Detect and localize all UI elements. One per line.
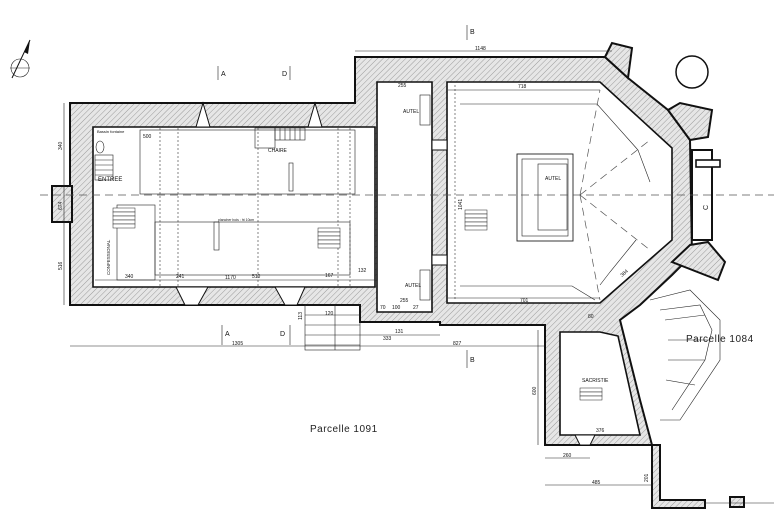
section-c-right: C <box>703 205 710 210</box>
exterior-stair <box>649 289 721 421</box>
dim-113: 113 <box>298 312 304 320</box>
label-parcelle-1091: Parcelle 1091 <box>310 424 378 435</box>
dim-1305: 1305 <box>232 341 243 347</box>
apse-niche <box>691 149 713 241</box>
dim-80: 80 <box>588 314 594 320</box>
pulpit-stair <box>94 127 306 181</box>
dim-left-674: 674 <box>58 201 64 210</box>
buttress <box>603 41 634 81</box>
section-markers: A D B A D B C <box>217 25 710 368</box>
dim-167: 167 <box>325 273 334 279</box>
dim-27: 27 <box>413 305 419 311</box>
dim-600: 600 <box>532 386 538 395</box>
dim-201: 201 <box>644 473 650 482</box>
label-bassin: Bassin fontaine <box>97 129 125 134</box>
label-parcelle-1084: Parcelle 1084 <box>686 334 754 345</box>
chapel-altar-bottom <box>419 269 431 301</box>
retaining-wall <box>651 444 706 509</box>
dim-260: 260 <box>563 453 572 459</box>
sacristy <box>559 331 641 436</box>
chapel-altar-top <box>419 94 431 126</box>
main-altar <box>516 153 574 242</box>
axis-lines <box>40 89 774 301</box>
label-plancher: plancher bois : ht 10cm <box>218 218 254 222</box>
label-confessional: CONFESSIONAL <box>106 239 111 275</box>
windows <box>175 101 596 446</box>
dim-376: 376 <box>596 428 605 434</box>
room-labels: ENTREE CHAIRE CONFESSIONAL Bassin fontai… <box>97 109 754 435</box>
label-autel-chapel-top: AUTEL <box>403 109 419 115</box>
label-autel-chapel-bottom: AUTEL <box>405 283 421 289</box>
dim-241: 241 <box>176 274 185 280</box>
section-d-bottom: D <box>280 331 285 338</box>
section-a-bottom: A <box>225 331 230 338</box>
label-entree: ENTREE <box>98 177 122 183</box>
dim-left-516: 516 <box>58 261 64 270</box>
dim-1041: 1041 <box>458 199 464 210</box>
label-chaire: CHAIRE <box>268 148 288 154</box>
brick-symbols <box>112 207 603 401</box>
apse-bench <box>695 159 721 168</box>
apse-step-lines <box>460 103 651 301</box>
dim-500: 500 <box>143 134 152 140</box>
section-a-top: A <box>221 71 226 78</box>
dim-chapel-top: 255 <box>398 83 407 89</box>
nave <box>92 126 376 288</box>
dim-340: 340 <box>125 274 134 280</box>
section-b-bottom: B <box>470 357 475 364</box>
dim-70: 70 <box>380 305 386 311</box>
section-d-top: D <box>282 71 287 78</box>
label-sacristie: SACRISTIE <box>582 378 609 384</box>
dimension-guides <box>159 85 456 300</box>
dim-132: 132 <box>358 268 367 274</box>
north-arrow-icon <box>10 39 31 79</box>
dim-485: 485 <box>592 480 601 486</box>
circular-structure <box>675 55 709 89</box>
dim-chapel-bottom: 255 <box>400 298 409 304</box>
entrance-steps <box>304 304 361 351</box>
dim-100: 100 <box>392 305 401 311</box>
dim-131: 131 <box>395 329 404 335</box>
dimension-texts: 1148 1170 718 701 255 255 340 241 510 16… <box>58 46 650 486</box>
chapel <box>376 81 433 313</box>
dim-384: 384 <box>619 268 629 278</box>
dim-left-340: 340 <box>58 141 64 150</box>
buttress <box>670 240 727 282</box>
dim-333: 333 <box>383 336 392 342</box>
dimension-lines <box>63 50 652 486</box>
post <box>729 496 745 508</box>
dim-827: 827 <box>453 341 462 347</box>
label-autel-main: AUTEL <box>545 176 561 182</box>
choir <box>446 81 673 304</box>
dim-total-top: 1148 <box>475 46 486 52</box>
dim-choir-top: 718 <box>518 84 527 90</box>
dim-120: 120 <box>325 311 334 317</box>
section-b-top: B <box>470 29 475 36</box>
buttress <box>666 101 714 142</box>
dim-nave-length: 1170 <box>225 275 236 281</box>
dim-510: 510 <box>252 274 261 280</box>
dim-choir-bottom: 701 <box>520 298 529 304</box>
